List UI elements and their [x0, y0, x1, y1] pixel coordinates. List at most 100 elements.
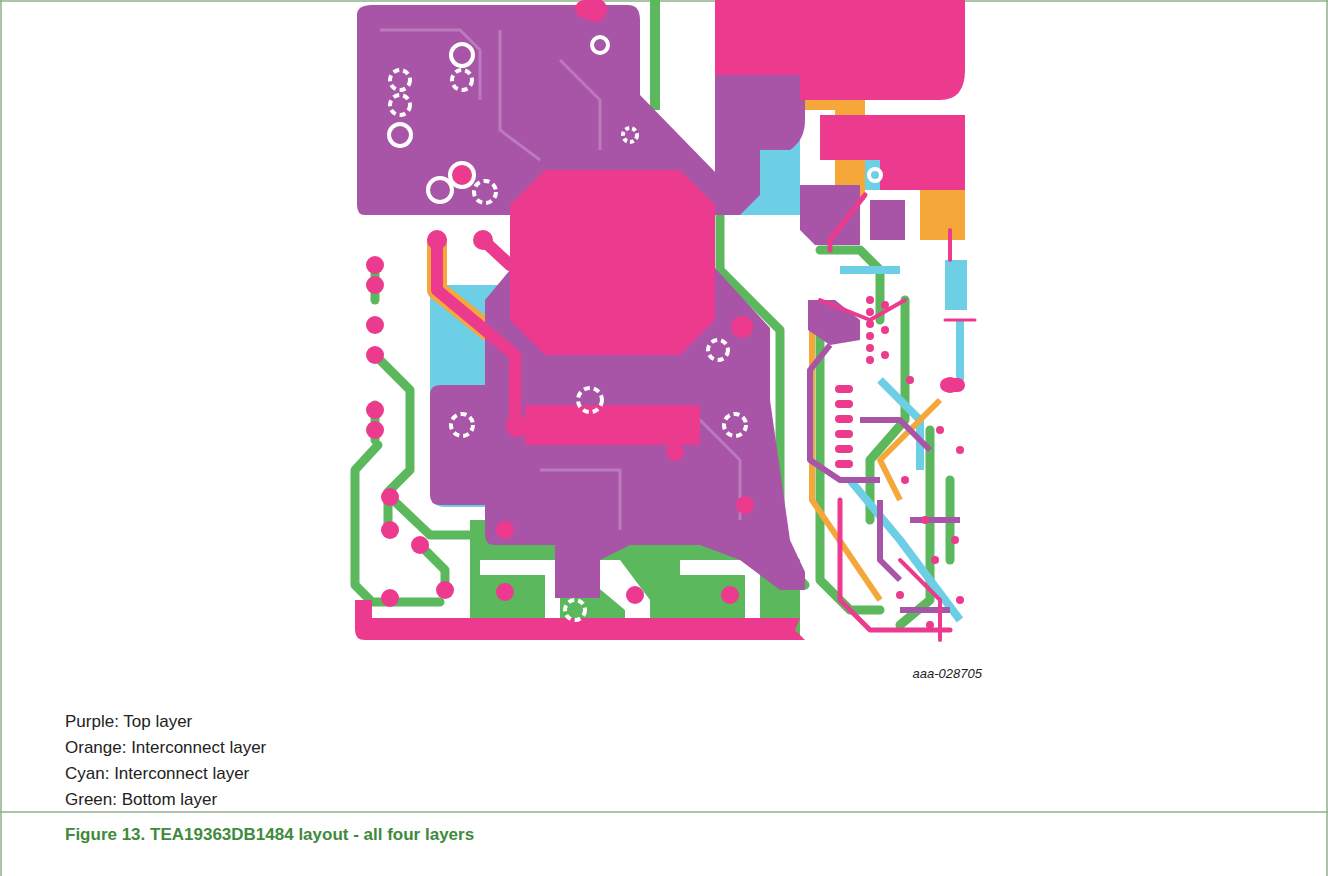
inner-layer-trace	[850, 480, 960, 620]
via-ring	[451, 44, 473, 66]
top-layer-outline	[380, 30, 480, 100]
ic-pad	[835, 445, 853, 453]
via-pad	[411, 536, 429, 554]
via-pad	[956, 596, 964, 604]
via-pad	[366, 401, 384, 419]
via-pad	[381, 589, 399, 607]
via-ring	[389, 124, 411, 146]
via-pad	[506, 415, 528, 437]
top-layer-trace	[840, 500, 950, 630]
top-layer-trace	[810, 345, 960, 610]
via-pad	[866, 344, 874, 352]
figure-border	[0, 0, 2, 876]
top-layer-trace	[437, 240, 515, 428]
via-pad	[496, 583, 514, 601]
via-pad	[496, 521, 514, 539]
via-pad	[881, 301, 889, 309]
bottom-layer-trace	[375, 355, 410, 530]
ic-pad	[835, 460, 853, 468]
bottom-layer-copper	[650, 0, 660, 110]
via-pad	[366, 316, 384, 334]
figure-border	[1326, 0, 1328, 876]
figure-border	[0, 0, 1328, 2]
ic-pad	[835, 400, 853, 408]
via-pad	[381, 521, 399, 539]
top-layer-outline	[540, 470, 620, 530]
top-layer-pad	[510, 170, 715, 355]
ic-pad	[835, 415, 853, 423]
via-ring	[389, 37, 881, 620]
via-pad	[366, 0, 964, 629]
via-pad	[866, 308, 874, 316]
via-ring	[390, 95, 410, 115]
top-layer-trace	[945, 319, 975, 322]
via-pad	[921, 516, 929, 524]
top-layer-pad	[355, 600, 805, 640]
top-layer-copper	[715, 70, 805, 215]
via-pad	[366, 256, 384, 274]
top-layer-outline	[500, 30, 540, 160]
via-pad	[721, 586, 739, 604]
via-pad	[579, 264, 591, 276]
via-pad	[866, 356, 874, 364]
inner-layer-copper	[920, 185, 965, 240]
ic-pad	[940, 378, 965, 392]
via-pad	[906, 376, 914, 384]
via-pad	[366, 346, 384, 364]
via-ring	[623, 128, 637, 142]
top-layer-trace	[437, 195, 975, 640]
inner-layer-copper	[945, 260, 967, 310]
inner-layer-trace	[880, 400, 940, 500]
via-pad	[583, 0, 607, 22]
legend-text: Cyan: Interconnect layer	[65, 764, 249, 784]
top-layer-trace	[910, 517, 960, 523]
figure-id: aaa-028705	[913, 666, 982, 681]
top-layer-pad	[715, 0, 965, 100]
via-ring	[724, 414, 746, 436]
bottom-layer-trace	[355, 445, 440, 602]
via-pad	[564, 264, 576, 276]
top-layer-outline	[380, 30, 740, 530]
via-ring	[578, 388, 602, 412]
via-pad	[473, 230, 493, 250]
inner-layer-trace	[956, 320, 964, 380]
top-layer-pad	[525, 405, 700, 445]
figure-caption: Figure 13. TEA19363DB1484 layout - all f…	[65, 825, 474, 845]
via-pad	[866, 296, 874, 304]
via-pad	[436, 581, 454, 599]
via-ring	[451, 414, 473, 436]
via-pad	[881, 351, 889, 359]
legend-text: Purple: Top layer	[65, 712, 192, 732]
via-pad	[731, 316, 753, 338]
top-layer-trace	[900, 560, 940, 640]
ic-pad	[835, 385, 853, 393]
top-layer-trace	[830, 195, 865, 250]
via-pad	[609, 264, 621, 276]
via-ring	[869, 169, 881, 181]
ic-pad	[835, 378, 965, 468]
via-pad	[881, 326, 889, 334]
via-ring	[390, 70, 410, 90]
via-pad	[866, 320, 874, 328]
via-pad	[624, 264, 636, 276]
via-ring	[565, 600, 585, 620]
via-pad	[736, 496, 754, 514]
via-pad	[951, 536, 959, 544]
top-layer-trace	[948, 230, 952, 260]
top-layer-trace	[820, 300, 905, 320]
via-pad	[594, 264, 606, 276]
top-layer-outline	[560, 60, 600, 150]
top-layer-copper	[357, 5, 805, 598]
via-ring	[708, 340, 728, 360]
via-ring	[592, 37, 608, 53]
via-pad	[866, 332, 874, 340]
bottom-layer-trace	[900, 430, 930, 625]
top-layer-trace	[810, 345, 880, 480]
top-layer-trace	[860, 420, 930, 450]
via-pad	[666, 443, 684, 461]
via-ring	[452, 70, 472, 90]
via-pad	[936, 426, 944, 434]
inner-layer-trace	[840, 266, 900, 274]
